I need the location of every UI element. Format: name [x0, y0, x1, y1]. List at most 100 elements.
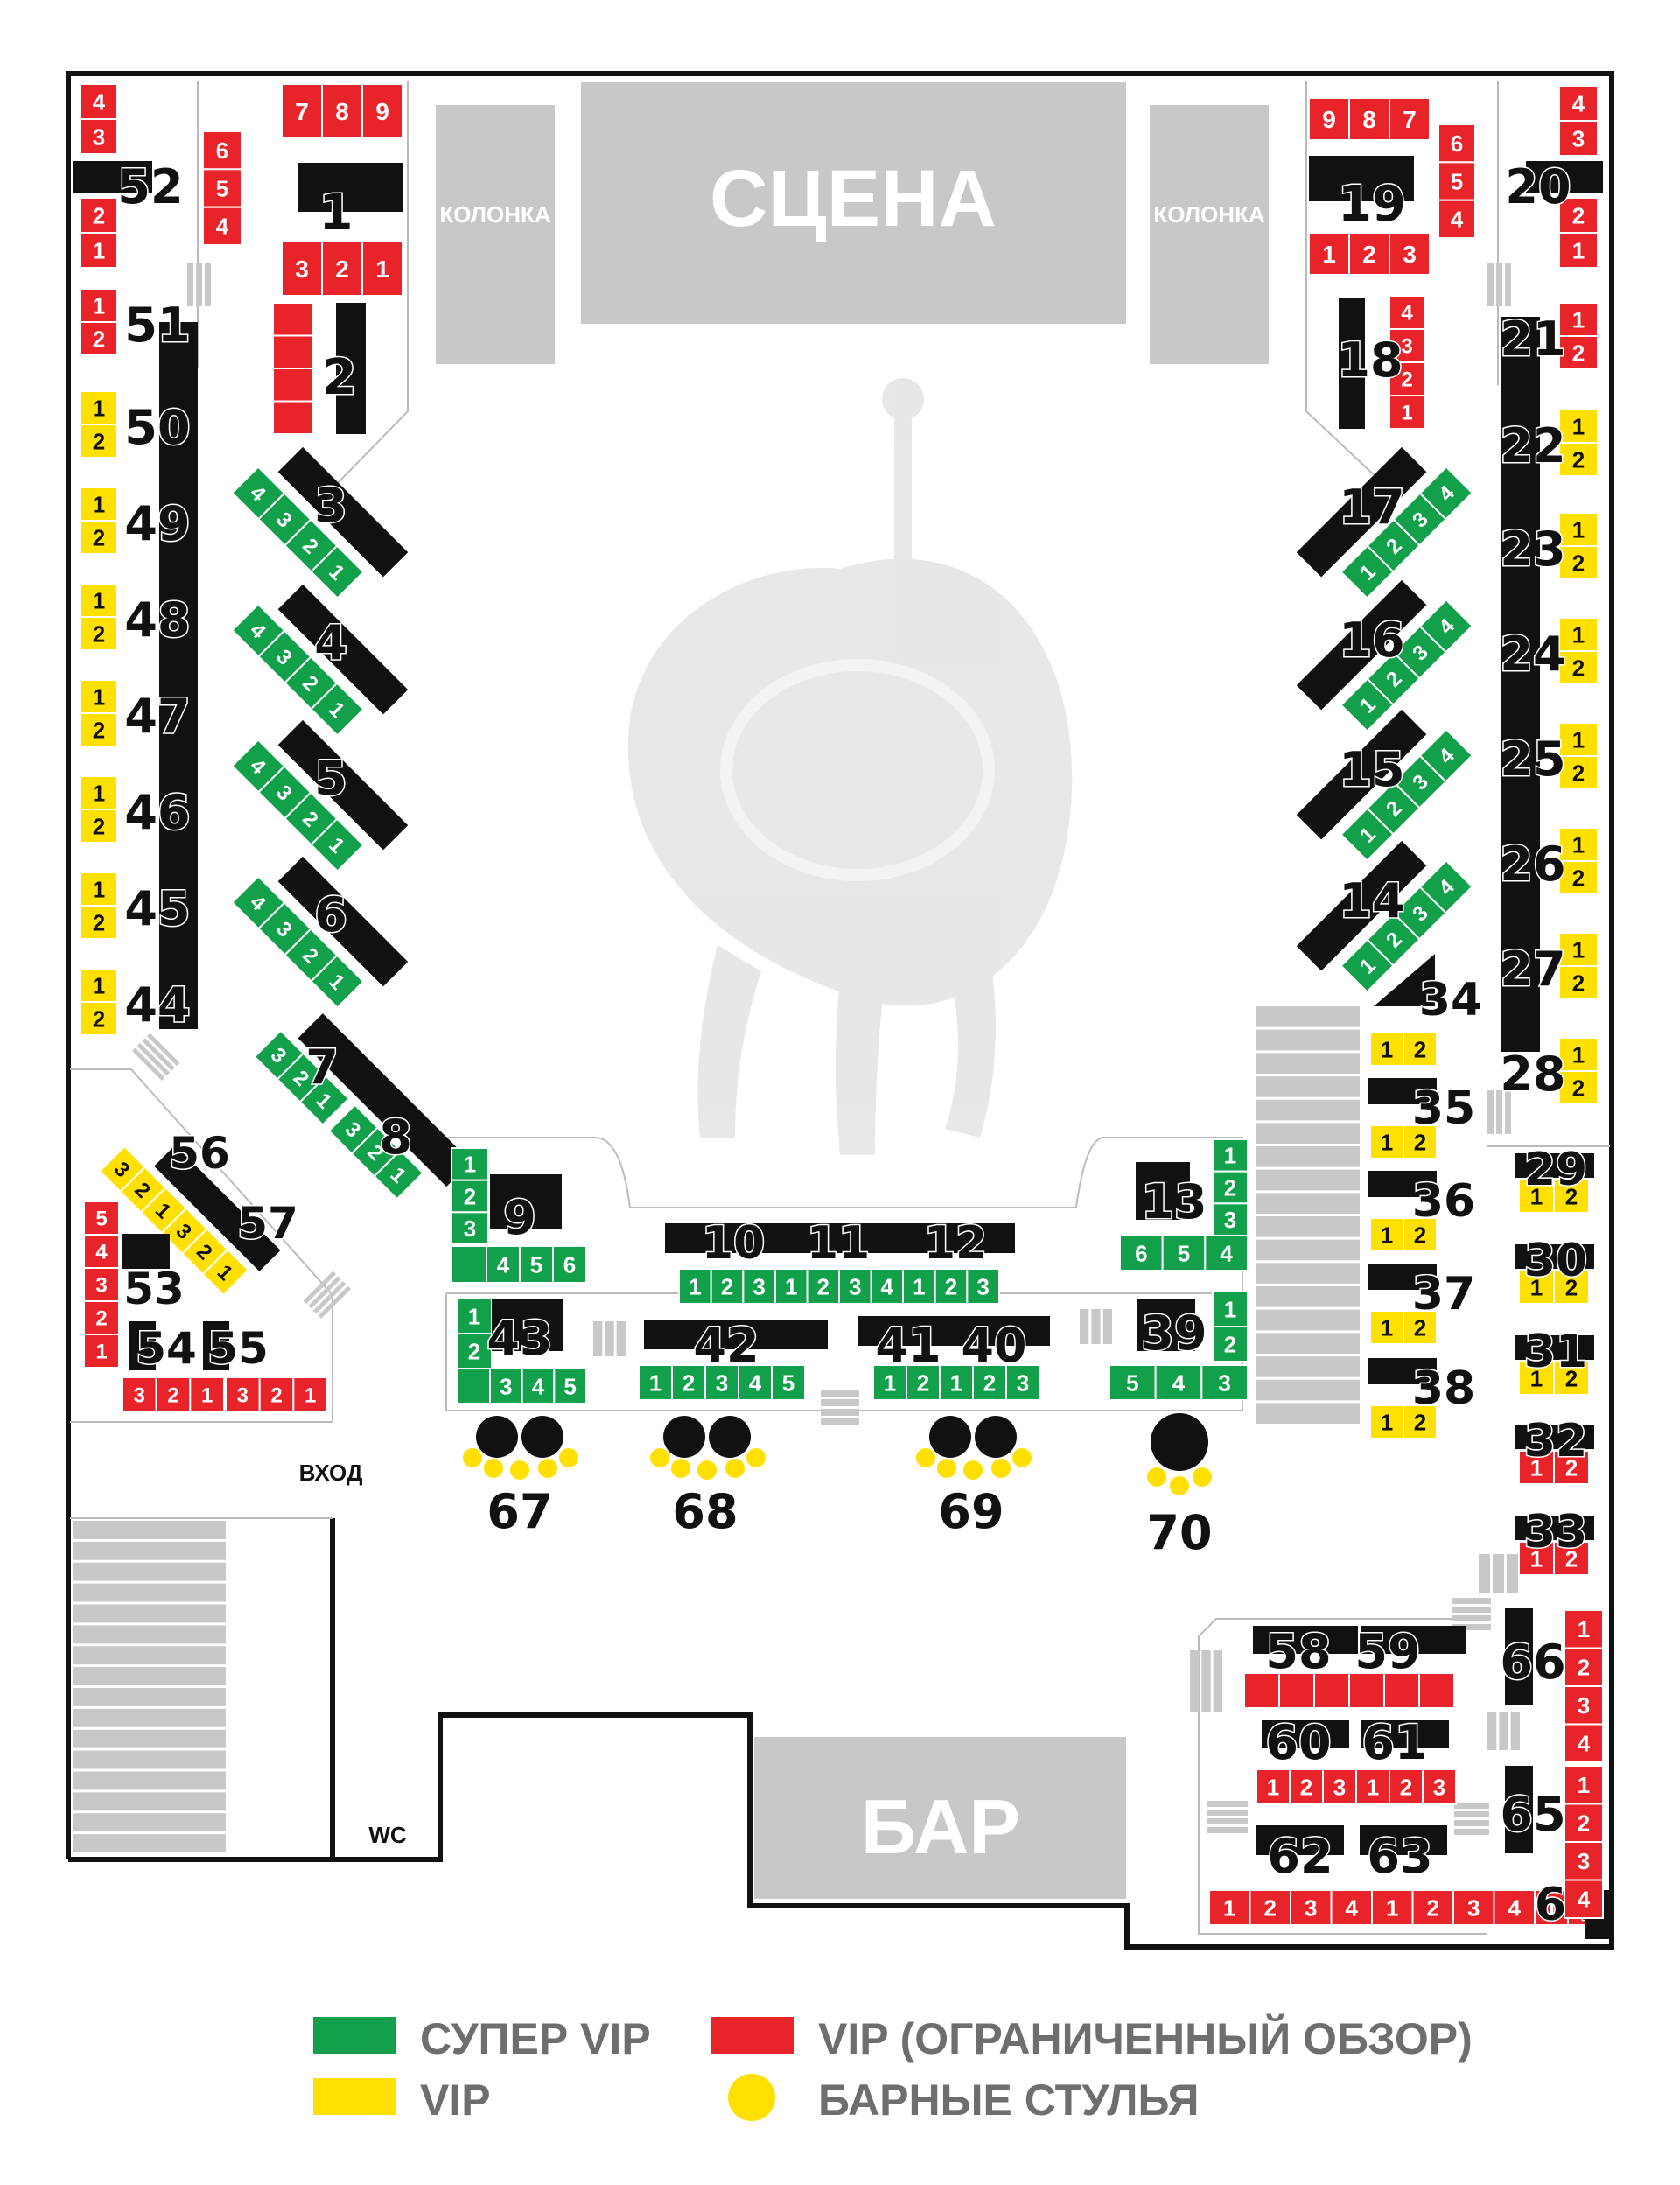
table-8-label[interactable]: 8 [378, 1109, 414, 1166]
table-67[interactable]: 67 [463, 1416, 578, 1541]
bar-stool[interactable] [937, 1459, 956, 1478]
seat[interactable] [202, 130, 242, 171]
seat[interactable] [1553, 1361, 1590, 1396]
seat[interactable] [1371, 1889, 1414, 1926]
seat[interactable] [1389, 232, 1431, 276]
seat[interactable] [310, 817, 365, 872]
seat[interactable] [80, 679, 118, 714]
seat[interactable] [1369, 1404, 1404, 1439]
seat[interactable] [1558, 722, 1599, 757]
seat[interactable] [456, 1368, 491, 1404]
table-16-label[interactable]: 16 [1338, 612, 1406, 669]
seat[interactable] [1558, 409, 1599, 444]
seat[interactable] [373, 1149, 424, 1201]
seat[interactable] [80, 232, 118, 269]
seat[interactable] [451, 1211, 489, 1246]
seat[interactable] [1208, 1889, 1251, 1926]
bar-stool[interactable] [671, 1459, 690, 1478]
seat[interactable] [1418, 859, 1474, 914]
table-57-label[interactable]: 57 [236, 1197, 300, 1250]
seat[interactable] [870, 1268, 904, 1305]
seat[interactable] [1308, 232, 1350, 276]
seat[interactable] [638, 1364, 673, 1401]
seat[interactable] [972, 1364, 1007, 1401]
seat[interactable] [1422, 1768, 1457, 1805]
seat[interactable] [1418, 599, 1474, 654]
seat[interactable] [552, 1245, 587, 1284]
bar-stool[interactable] [1147, 1467, 1166, 1487]
seat[interactable] [258, 1376, 295, 1413]
seat[interactable] [902, 1268, 936, 1305]
seat[interactable] [80, 520, 118, 555]
seat[interactable] [80, 905, 118, 940]
seat[interactable] [742, 1268, 776, 1305]
seat[interactable] [80, 616, 118, 651]
seat[interactable] [1383, 1672, 1420, 1709]
seat[interactable] [1389, 1768, 1424, 1805]
seat[interactable] [310, 544, 365, 599]
seat[interactable] [1403, 1032, 1438, 1067]
seat[interactable] [1558, 1070, 1599, 1105]
bar-stool[interactable] [538, 1459, 557, 1478]
seat[interactable] [80, 424, 118, 459]
seat[interactable] [1558, 442, 1599, 477]
bar-stool[interactable] [963, 1460, 983, 1480]
table-14-label[interactable]: 14 [1338, 872, 1406, 930]
seat[interactable] [272, 302, 314, 337]
seat[interactable] [1518, 1270, 1555, 1305]
seat[interactable] [272, 334, 314, 369]
seat[interactable] [1438, 123, 1476, 164]
seat[interactable] [189, 1376, 225, 1413]
table-58[interactable]: 58 [1243, 1623, 1358, 1709]
table-2[interactable]: 2 [272, 302, 366, 435]
seat[interactable] [489, 1368, 523, 1404]
seat[interactable] [201, 1248, 250, 1297]
seat[interactable] [1109, 1364, 1157, 1401]
seat[interactable] [1212, 1291, 1249, 1327]
tables-10-11-12[interactable] [665, 1223, 1015, 1253]
seat[interactable] [1558, 120, 1599, 157]
seat[interactable] [1553, 1541, 1590, 1576]
seat[interactable] [553, 1368, 587, 1404]
seat[interactable] [1564, 1841, 1604, 1881]
table-56-label[interactable]: 56 [168, 1127, 232, 1180]
seat[interactable] [1558, 755, 1599, 790]
bar-stool[interactable] [484, 1459, 503, 1478]
seat[interactable] [1119, 1235, 1164, 1271]
seat[interactable] [80, 197, 118, 234]
seat[interactable] [1558, 85, 1599, 122]
seat[interactable] [678, 1268, 712, 1305]
seat[interactable] [321, 83, 363, 139]
seat[interactable] [939, 1364, 974, 1401]
table-strip-right[interactable] [1502, 317, 1540, 1052]
seat[interactable] [1564, 1803, 1604, 1843]
seat[interactable] [1389, 361, 1425, 396]
table-strip-left[interactable] [159, 322, 198, 1029]
seat[interactable] [1558, 860, 1599, 895]
bar-stool[interactable] [697, 1460, 717, 1480]
seat[interactable] [1212, 1326, 1249, 1362]
